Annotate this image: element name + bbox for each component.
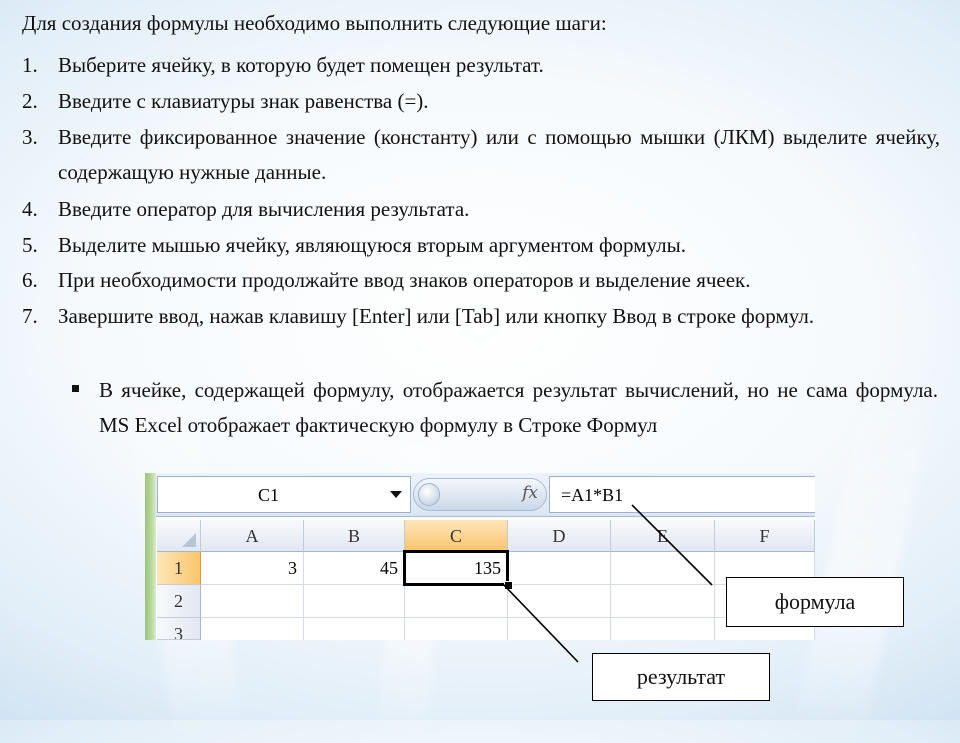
cell-d1[interactable] [508, 552, 611, 585]
column-header-f[interactable]: F [715, 520, 815, 552]
step-text: Введите с клавиатуры знак равенства (=). [58, 89, 429, 113]
column-header-b[interactable]: B [304, 520, 405, 552]
step-number: 3. [22, 125, 38, 149]
square-bullet-icon [72, 385, 79, 392]
active-cell-outline [403, 550, 509, 586]
step-number: 1. [22, 53, 38, 77]
cell-d3[interactable] [508, 618, 611, 640]
cell-e1[interactable] [611, 552, 715, 585]
cell-c2[interactable] [405, 585, 508, 618]
cell-b2[interactable] [304, 585, 405, 618]
step-2: 2. Введите с клавиатуры знак равенства (… [22, 84, 940, 119]
step-text: Выделите мышью ячейку, являющуюся вторым… [58, 233, 686, 257]
select-all-button[interactable] [157, 520, 201, 552]
step-number: 5. [22, 233, 38, 257]
step-text: Выберите ячейку, в которую будет помещен… [58, 53, 544, 77]
select-all-icon [182, 533, 196, 547]
step-number: 4. [22, 197, 38, 221]
column-header-c[interactable]: C [405, 520, 508, 552]
formula-input[interactable]: =A1*B1 [549, 476, 815, 513]
step-text: Введите фиксированное значение (констант… [58, 125, 940, 184]
column-header-e[interactable]: E [611, 520, 715, 552]
step-5: 5. Выделите мышью ячейку, являющуюся вто… [22, 228, 940, 263]
step-3: 3. Введите фиксированное значение (конст… [22, 120, 940, 190]
step-7: 7. Завершите ввод, нажав клавишу [Enter]… [22, 299, 940, 334]
step-1: 1. Выберите ячейку, в которую будет поме… [22, 48, 940, 83]
cell-d2[interactable] [508, 585, 611, 618]
function-icon[interactable]: fx [522, 483, 538, 503]
step-text: Завершите ввод, нажав клавишу [Enter] ил… [58, 304, 815, 328]
step-number: 7. [22, 304, 38, 328]
chevron-down-icon[interactable] [390, 491, 402, 498]
name-box-value: C1 [258, 485, 280, 505]
row-header-3[interactable]: 3 [157, 618, 201, 640]
row-header-2[interactable]: 2 [157, 585, 201, 618]
step-number: 6. [22, 268, 38, 292]
step-text: Введите оператор для вычисления результа… [58, 197, 470, 221]
window-edge [145, 473, 156, 640]
note-bullet: В ячейке, содержащей формулу, отображает… [72, 373, 938, 443]
name-box[interactable]: C1 [157, 476, 411, 513]
cell-a2[interactable] [201, 585, 304, 618]
formula-bar-buttons: fx [413, 478, 547, 511]
row-header-1[interactable]: 1 [157, 552, 201, 585]
splitter-handle[interactable] [418, 483, 440, 506]
cell-c3[interactable] [405, 618, 508, 640]
fill-handle[interactable] [504, 581, 513, 590]
result-callout: результат [592, 653, 770, 701]
cell-a3[interactable] [201, 618, 304, 640]
cell-e3[interactable] [611, 618, 715, 640]
step-text: При необходимости продолжайте ввод знако… [58, 268, 751, 292]
cell-b1[interactable]: 45 [304, 552, 405, 585]
intro-text: Для создания формулы необходимо выполнит… [22, 11, 607, 35]
formula-callout: формула [726, 577, 904, 627]
formula-value: =A1*B1 [561, 485, 624, 505]
step-number: 2. [22, 89, 38, 113]
cell-b3[interactable] [304, 618, 405, 640]
slide: Для создания формулы необходимо выполнит… [22, 11, 940, 743]
cell-e2[interactable] [611, 585, 715, 618]
step-4: 4. Введите оператор для вычисления резул… [22, 192, 940, 227]
note-text: В ячейке, содержащей формулу, отображает… [99, 378, 938, 437]
cell-a1[interactable]: 3 [201, 552, 304, 585]
column-header-a[interactable]: A [201, 520, 304, 552]
column-header-d[interactable]: D [508, 520, 611, 552]
step-6: 6. При необходимости продолжайте ввод зн… [22, 263, 940, 298]
